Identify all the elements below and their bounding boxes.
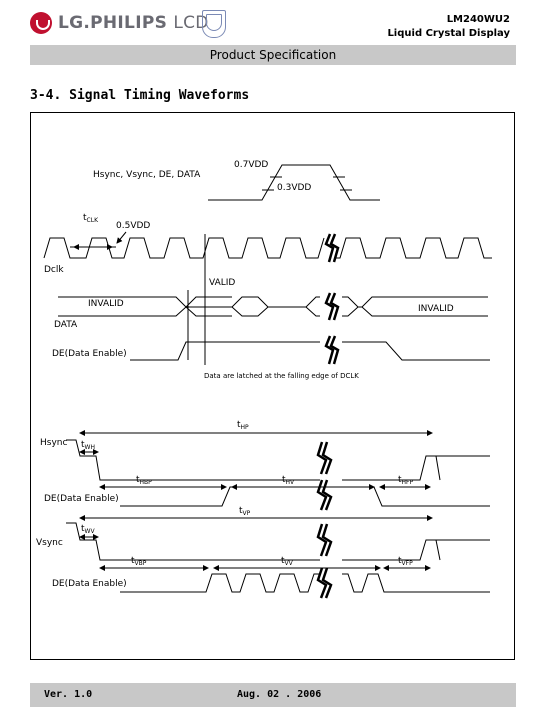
hsync-break-icon <box>321 441 333 475</box>
data-waveform-tail <box>342 296 488 317</box>
tvp-label: tVP <box>239 506 251 517</box>
de1-waveform <box>130 341 490 361</box>
de1-break-icon <box>324 335 335 365</box>
tvv-label: tVV <box>281 556 294 567</box>
thfp-label: tHFP <box>398 475 413 486</box>
data-label: DATA <box>54 320 78 330</box>
de3-waveform <box>120 573 320 593</box>
de3-break-icon <box>321 567 333 599</box>
level-high-label: 0.7VDD <box>234 160 268 170</box>
invalid-left-label: INVALID <box>88 299 124 309</box>
invalid-right-label: INVALID <box>418 304 454 314</box>
footer-date: Aug. 02 . 2006 <box>237 689 322 700</box>
de2-waveform <box>120 486 490 507</box>
spec-bar: Product Specification <box>30 45 516 65</box>
vsync-break-icon <box>316 523 328 557</box>
brand-text: LG.PHILIPS <box>58 13 168 33</box>
model-number: LM240WU2 <box>446 14 510 25</box>
de1-label: DE(Data Enable) <box>52 349 127 359</box>
de3-break-icon <box>316 567 328 599</box>
de1-break-icon <box>329 335 340 365</box>
de3-waveform-tail <box>342 573 490 593</box>
de2-break-icon <box>316 479 328 511</box>
brand-name: LG.PHILIPS LCD <box>58 13 209 33</box>
de2-label: DE(Data Enable) <box>44 494 119 504</box>
vsync-waveform <box>66 522 441 561</box>
lg-face-logo-icon <box>30 12 52 34</box>
data-break-icon <box>324 292 335 321</box>
half-vdd-pointer <box>116 231 127 244</box>
data-waveform-top <box>58 296 320 308</box>
vsync-label: Vsync <box>36 538 63 548</box>
company-logo: LG.PHILIPS LCD <box>30 10 230 38</box>
twh-label: tWH <box>81 440 95 451</box>
dclk-break-icon <box>329 233 340 263</box>
de3-label: DE(Data Enable) <box>52 579 127 589</box>
thbp-label: tHBP <box>136 475 152 486</box>
dclk-waveform <box>43 237 325 259</box>
vsync-break-icon <box>321 523 333 557</box>
half-vdd-label: 0.5VDD <box>116 221 150 231</box>
latch-note: Data are latched at the falling edge of … <box>204 372 359 380</box>
dclk-label: Dclk <box>44 265 64 275</box>
data-break-icon <box>329 292 340 321</box>
thv-label: tHV <box>282 475 295 486</box>
level-waveform <box>208 164 380 201</box>
philips-shield-icon <box>202 10 226 38</box>
hsync-waveform <box>66 439 441 481</box>
document-subtitle: Liquid Crystal Display <box>387 28 510 39</box>
tclk-label: tCLK <box>83 213 99 224</box>
dclk-waveform-tail <box>336 237 492 259</box>
top-signal-label: Hsync, Vsync, DE, DATA <box>93 170 201 180</box>
thp-label: tHP <box>237 420 249 431</box>
twv-label: tWV <box>81 524 95 535</box>
hsync-label: Hsync <box>40 438 67 448</box>
footer-bar <box>30 683 516 707</box>
tvbp-label: tVBP <box>131 556 147 567</box>
level-low-label: 0.3VDD <box>277 183 311 193</box>
section-title: 3-4. Signal Timing Waveforms <box>30 88 250 103</box>
data-waveform-bottom <box>58 306 320 317</box>
timing-diagram-frame <box>30 112 515 660</box>
dclk-break-icon <box>324 233 335 263</box>
de2-break-icon <box>321 479 333 511</box>
valid-label: VALID <box>209 278 235 288</box>
footer-version: Ver. 1.0 <box>44 689 93 700</box>
hsync-break-icon <box>316 441 328 475</box>
tvfp-label: tVFP <box>398 556 413 567</box>
brand-suffix: LCD <box>173 13 209 33</box>
